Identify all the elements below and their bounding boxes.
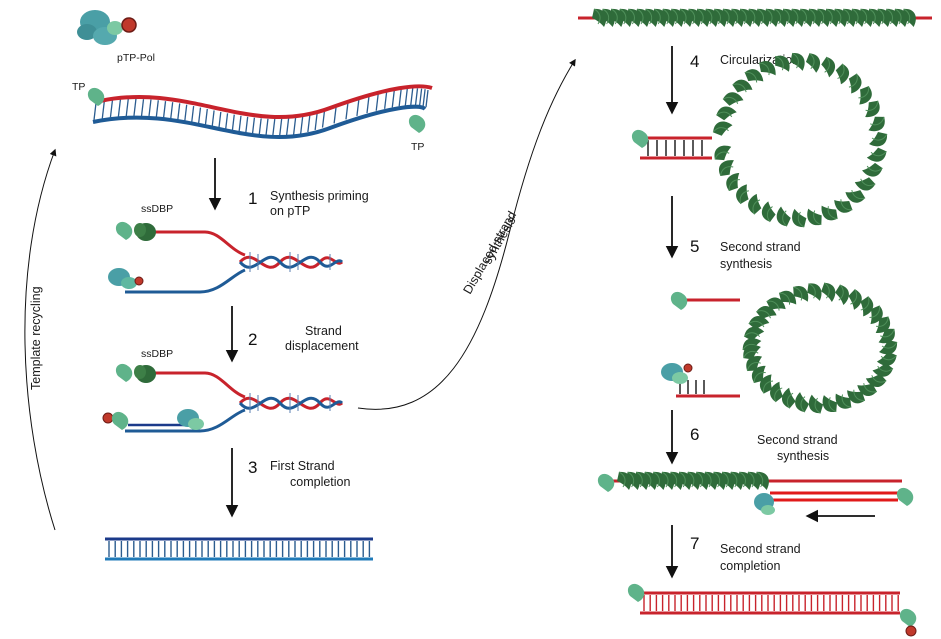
ssdbp-label-2: ssDBP	[141, 348, 173, 360]
completed-red-dsdna	[640, 591, 900, 615]
tp-right-label: TP	[411, 141, 424, 153]
step7-number: 7	[690, 534, 699, 553]
step6-line1: Second strand	[757, 433, 838, 447]
step7-line2: completion	[720, 559, 780, 573]
ptp-pol-icon-loop2	[661, 363, 693, 384]
pol-icon-2	[177, 409, 204, 430]
template-dsdna	[92, 84, 433, 140]
step1-line2: on pTP	[270, 204, 310, 218]
step6-number: 6	[690, 425, 699, 444]
ptp-pol-icon-1	[108, 268, 144, 289]
step5-line1: Second strand	[720, 240, 801, 254]
step3-line1: First Strand	[270, 459, 335, 473]
step3-number: 3	[248, 458, 257, 477]
step5-number: 5	[690, 237, 699, 256]
ptp-pol-label: pTP-Pol	[117, 52, 155, 64]
displaced-strand-arrow	[357, 58, 576, 410]
template-recycling-label: Template recycling	[29, 286, 43, 390]
dsdna-rungs	[93, 88, 429, 137]
step2-number: 2	[248, 330, 257, 349]
pol-icon-six	[754, 493, 775, 515]
step4-number: 4	[690, 52, 699, 71]
second-strand-synthesis-duplex	[610, 471, 902, 502]
panhandle-loop-1	[640, 52, 888, 228]
step1-number: 1	[248, 189, 257, 208]
step3-line2: completion	[290, 475, 350, 489]
step2-line1: Strand	[305, 324, 342, 338]
tp-icon-seven-left	[627, 583, 645, 602]
tp-icon-six-right	[896, 487, 914, 506]
tp-icon-loop2	[670, 291, 688, 310]
panhandle-loop-2	[676, 282, 898, 414]
step7-line1: Second strand	[720, 542, 801, 556]
template-recycling-arrow	[24, 148, 57, 531]
step6-line2: synthesis	[777, 449, 829, 463]
step2-line2: displacement	[285, 339, 359, 353]
tp-icon-loop1	[631, 129, 649, 148]
tp-left-label: TP	[72, 81, 85, 93]
fork-1	[125, 230, 344, 294]
tp-icon-six-left	[597, 473, 615, 492]
tp-ptp-icon-seven-right	[899, 608, 917, 637]
ssdbp-tp-icon-2	[115, 363, 156, 383]
ptp-pol-complex-icon	[77, 10, 137, 45]
step5-line2: synthesis	[720, 257, 772, 271]
ssdbp-coated-strand	[578, 8, 932, 27]
ssdbp-tp-icon-1	[115, 221, 156, 241]
tp-right-icon	[408, 114, 426, 133]
step1-line1: Synthesis priming	[270, 189, 369, 203]
tp-left-icon	[87, 87, 105, 106]
completed-dsdna	[105, 537, 373, 561]
fork-2	[125, 371, 344, 433]
tp-ptp-icon-2	[102, 411, 129, 430]
ssdbp-label-1: ssDBP	[141, 203, 173, 215]
